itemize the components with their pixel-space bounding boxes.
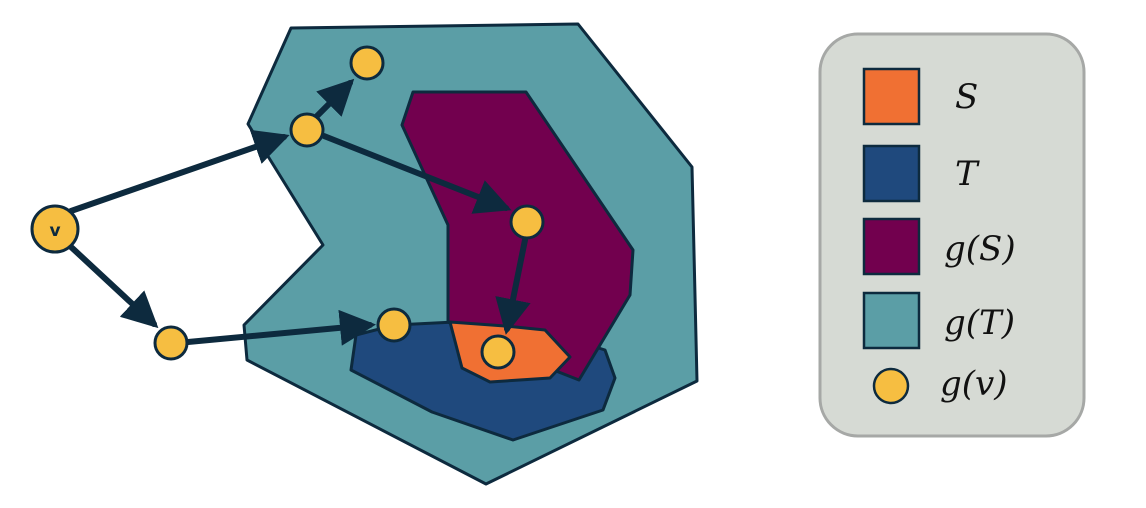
node-bottom (153, 325, 189, 361)
legend-item-gT: g(T) (862, 291, 1015, 350)
legend-label-gS: g(S) (944, 229, 1016, 269)
edge-v-to-top (68, 129, 290, 214)
legend-swatch-S (862, 67, 921, 126)
legend-label-gv: g(v) (940, 364, 1008, 404)
node-blue (376, 307, 412, 343)
legend: S T g(S) g(T) g(v) (818, 32, 1086, 438)
edge-purple-to-orange (495, 237, 531, 335)
node-purple (509, 204, 545, 240)
node-v-label: v (49, 221, 60, 241)
legend-item-T: T (862, 144, 980, 203)
edges (67, 78, 531, 346)
legend-label-gT: g(T) (944, 303, 1015, 343)
legend-swatch-T (862, 144, 921, 203)
legend-item-gS: g(S) (862, 217, 1016, 276)
edge-v-to-bottom (67, 243, 159, 329)
legend-label-S: S (955, 77, 978, 117)
node-orange (480, 334, 516, 370)
legend-swatch-gT (862, 291, 921, 350)
node-topright (349, 45, 385, 81)
legend-item-S: S (862, 67, 978, 126)
legend-swatch-gS (862, 217, 921, 276)
nodes (30, 45, 545, 370)
legend-swatch-gv (872, 367, 910, 405)
edge-top-to-purple (321, 133, 512, 214)
legend-label-T: T (955, 154, 980, 194)
edge-top-to-topright (314, 78, 355, 119)
legend-item-gv: g(v) (872, 364, 1008, 405)
edge-bottom-to-blue (185, 309, 376, 346)
node-v (30, 204, 80, 254)
node-top (289, 112, 325, 148)
